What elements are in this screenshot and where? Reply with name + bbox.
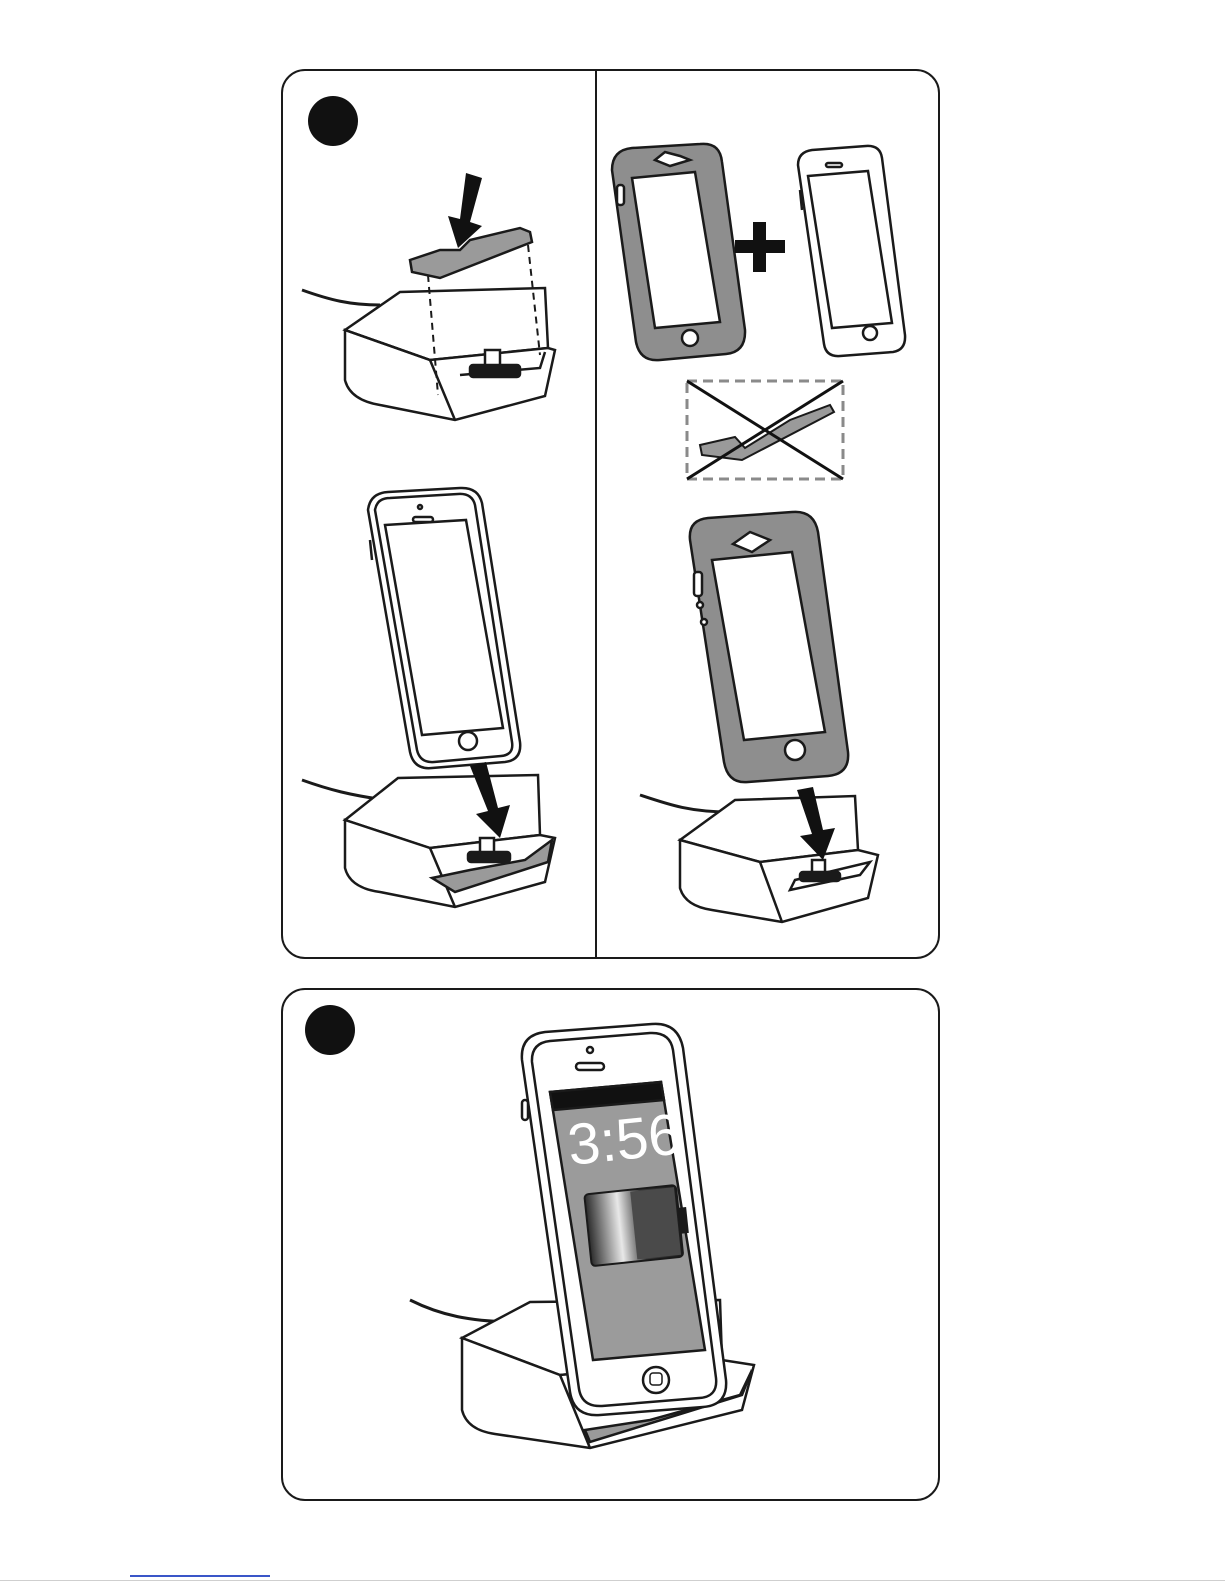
- case-illustration: [612, 144, 745, 360]
- phone-illustration: [798, 146, 905, 356]
- plus-icon: [735, 222, 785, 272]
- dock-bottom-left-illustration: [302, 775, 555, 907]
- dock-with-shim-illustration: [302, 288, 555, 420]
- footer-link[interactable]: [130, 1575, 270, 1577]
- page-footer-rule: [0, 1580, 1225, 1581]
- battery-charging-icon: [584, 1184, 691, 1266]
- dock-bottom-right-illustration: [640, 795, 878, 922]
- cased-phone-illustration: [690, 512, 848, 782]
- lock-screen-time: 3:56: [565, 1101, 684, 1177]
- cross-out-icon: [687, 381, 843, 479]
- bare-phone-illustration: [368, 488, 520, 768]
- arrow-down-icon: [448, 173, 482, 248]
